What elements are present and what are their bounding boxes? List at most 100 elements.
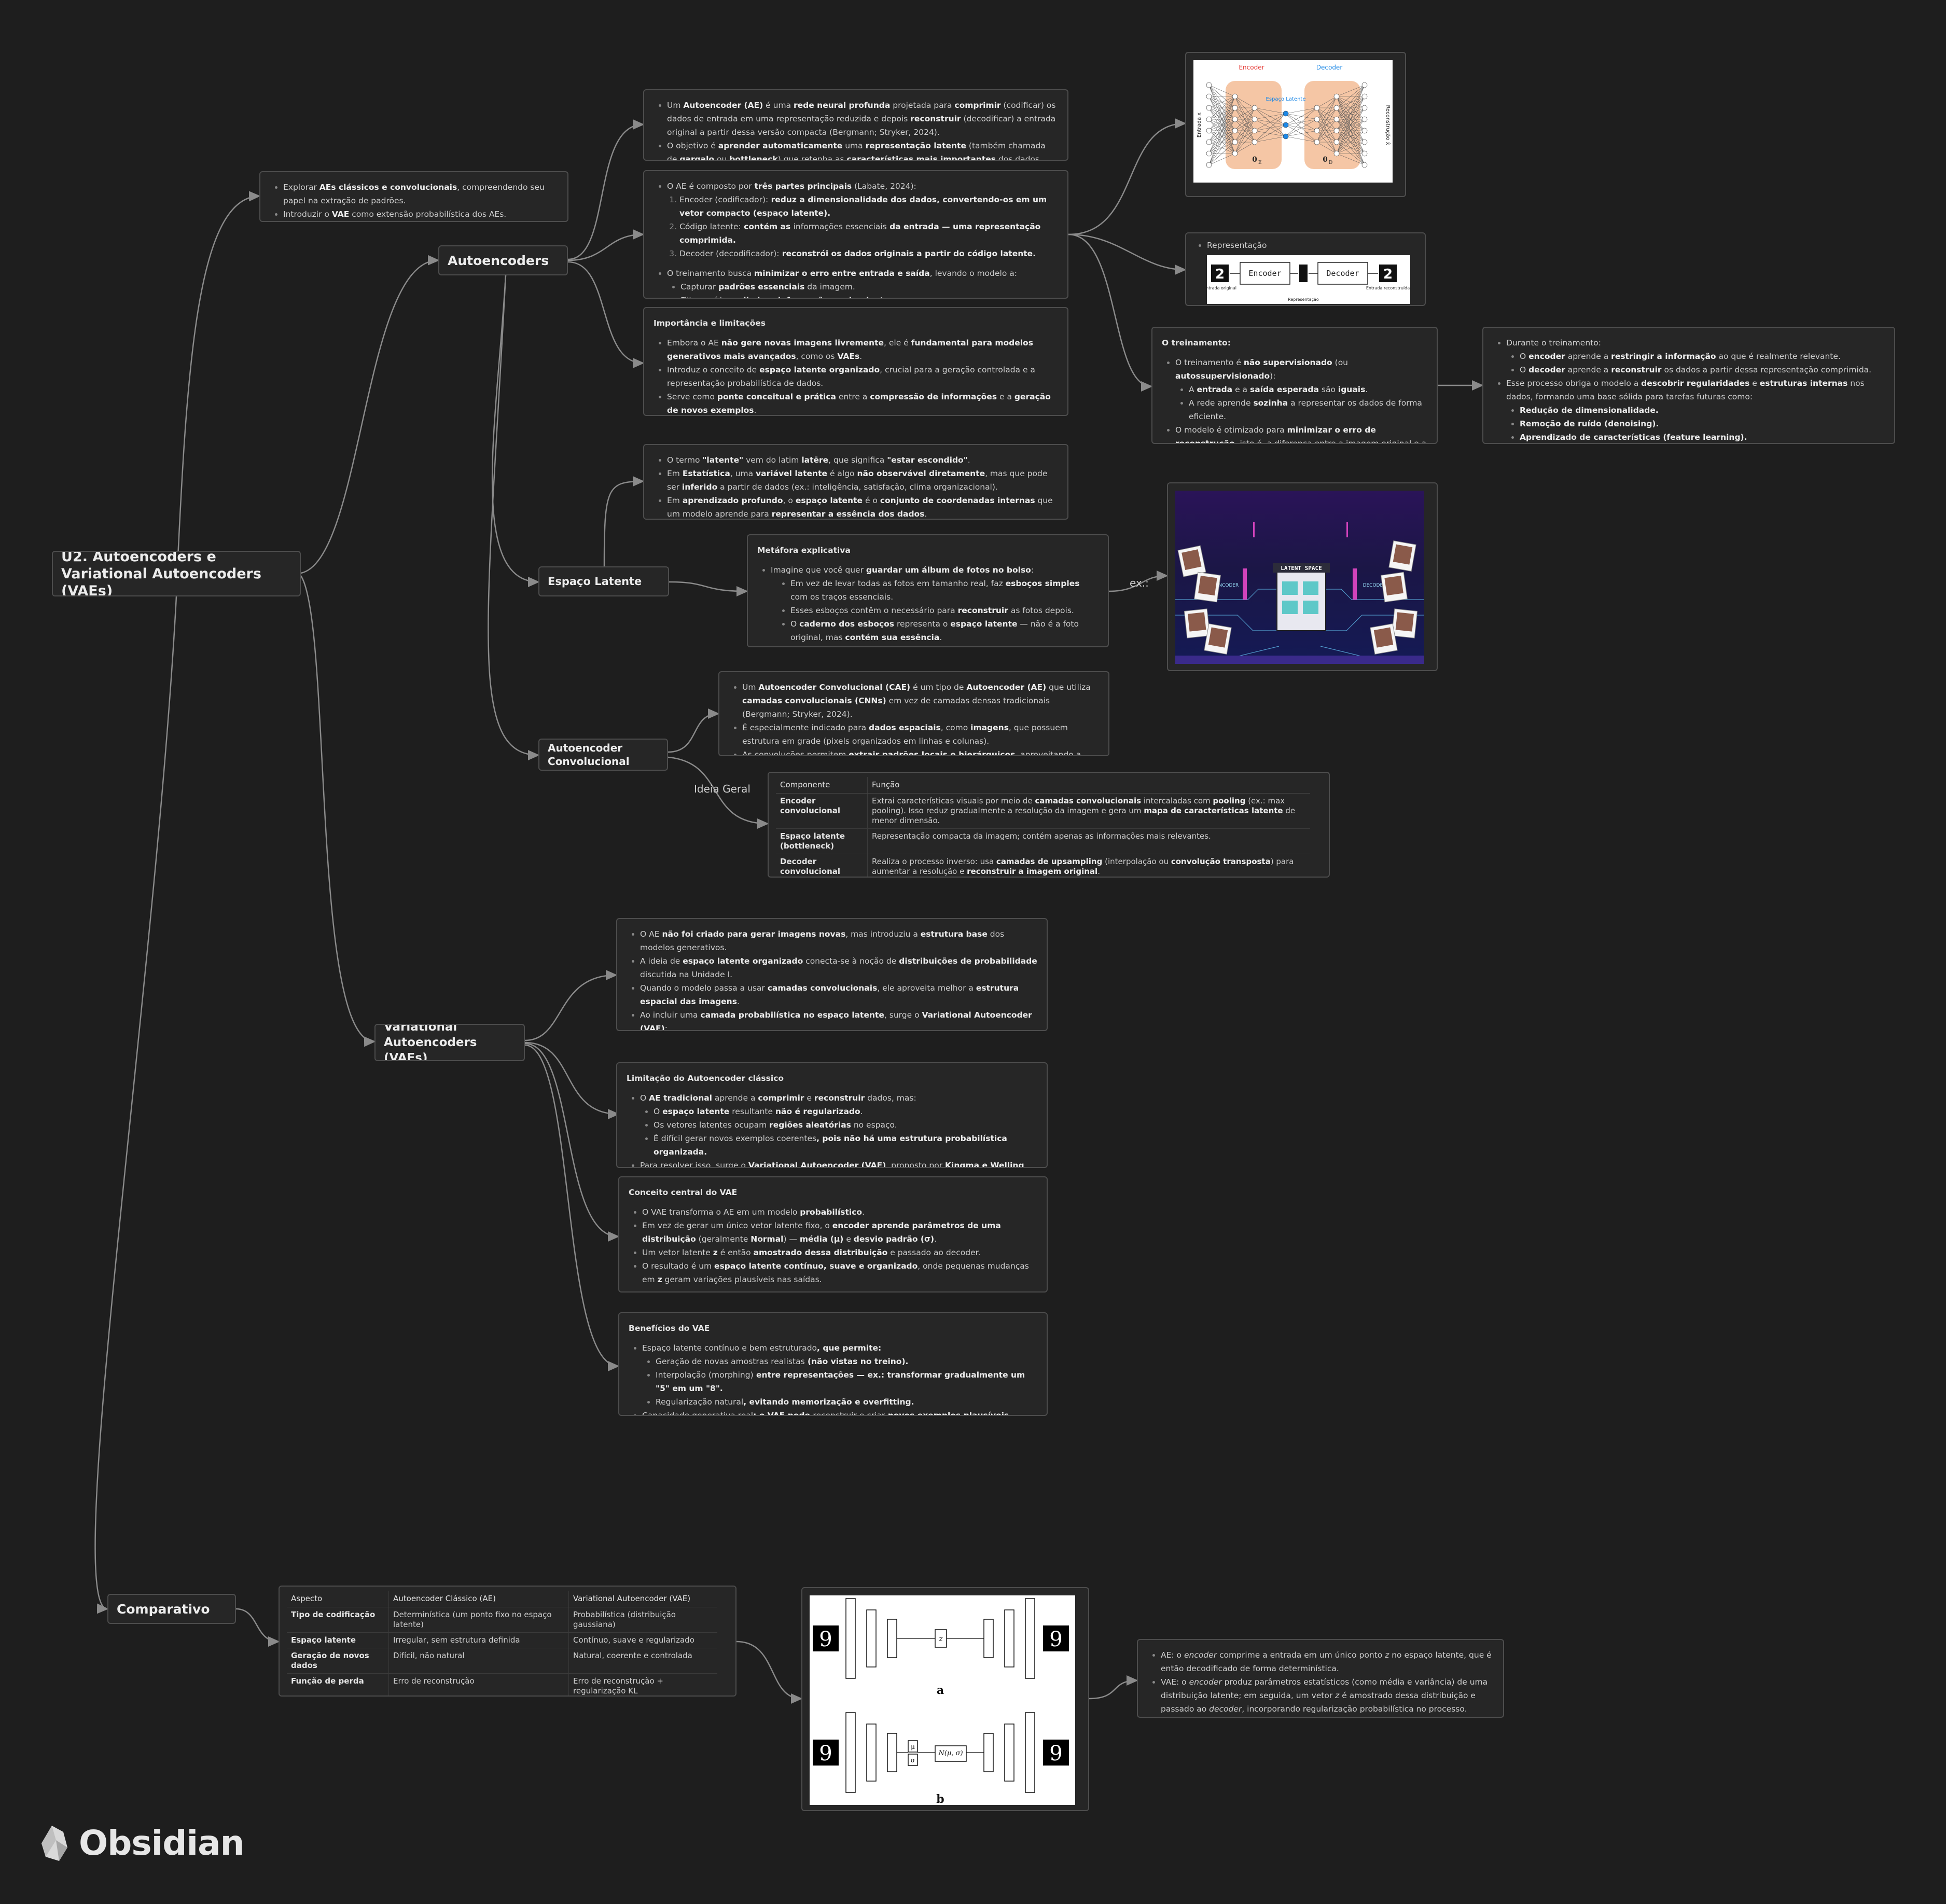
list-item: Introduzir o VAE como extensão probabilí… [283,207,558,221]
objectives-card[interactable]: Explorar AEs clássicos e convolucionais,… [259,171,568,222]
vae-concept-title: Conceito central do VAE [629,1188,738,1197]
latent-space-image-card[interactable]: LATENT SPACE ENCODER DECODER [1167,482,1438,671]
latent-space-title: LATENT SPACE [1281,565,1322,572]
svg-text:D: D [1329,160,1332,165]
vae-limit-card[interactable]: Limitação do Autoencoder clássico O AE t… [616,1062,1048,1168]
comparison-text-card[interactable]: AE: o encoder comprime a entrada em um ú… [1137,1639,1504,1718]
espaco-latente-title: Espaço Latente [548,575,642,588]
list-item: O encoder aprende a restringir a informa… [1520,350,1885,363]
root-title: U2. Autoencoders e Variational Autoencod… [61,551,261,596]
autoencoders-node[interactable]: Autoencoders [438,245,568,275]
list-item: Em vez de levar todas as fotos em tamanh… [790,577,1099,604]
list-item: A rede aprende sozinha a representar os … [1189,396,1427,423]
comparison-table: Aspecto Autoencoder Clássico (AE) Variat… [287,1591,717,1695]
list-item: O AE não foi criado para gerar imagens n… [640,927,1037,954]
list-item: Serve como ponte conceitual e prática en… [667,390,1058,415]
list-item: Interpolação (morphing) entre representa… [656,1368,1037,1395]
svg-text:2: 2 [1215,267,1225,282]
list-item: Um vetor latente z é então amostrado des… [642,1246,1037,1259]
list-item: É difícil gerar novos exemplos coerentes… [654,1132,1037,1159]
obsidian-gem-icon [41,1825,67,1861]
vae-benefits-title: Benefícios do VAE [629,1324,710,1333]
list-item: As convoluções permitem extrair padrões … [742,748,1099,755]
latent-label: Espaço Latente [1266,96,1306,102]
rep-encoder: Encoder [1248,269,1281,278]
ae-diagram-card[interactable]: Encoder Decoder Espaço Latente θ E θ D E… [1185,52,1406,197]
fig-label-a: a [937,1684,944,1697]
ae-train-intro: O treinamento busca minimizar o erro ent… [667,267,1058,280]
svg-text:9: 9 [1049,1742,1062,1766]
list-item: Ao incluir uma camada probabilística no … [640,1008,1037,1030]
fig-normal: N(μ, σ) [938,1749,963,1757]
ae-def-p1: Um Autoencoder (AE) é uma rede neural pr… [667,99,1058,139]
ae-conv-title: Autoencoder Convolucional [548,742,630,768]
latente-definition-card[interactable]: O termo "latente" vem do latim latēre, q… [643,444,1068,520]
theta-d: θ [1323,156,1327,164]
comparativo-node[interactable]: Comparativo [107,1594,236,1624]
list-item: Filtrar ruído e eliminar informações red… [680,294,1058,298]
encoder-label: Encoder [1239,64,1264,71]
cae-th-funcao: Função [867,777,1310,794]
ae-diagram-image: Encoder Decoder Espaço Latente θ E θ D E… [1193,60,1393,183]
latent-right-label: DECODER [1363,583,1386,588]
list-item: Embora o AE não gere novas imagens livre… [667,336,1058,363]
ae-limits-card[interactable]: Importância e limitações Embora o AE não… [643,307,1068,416]
list-item: Em aprendizado profundo, o espaço latent… [667,494,1058,519]
list-item: Os vetores latentes ocupam regiões aleat… [654,1118,1037,1132]
metafora-card[interactable]: Metáfora explicativa Imagine que você qu… [747,534,1109,647]
list-item: Aprendizado de características (feature … [1520,430,1885,443]
list-item: O termo "latente" vem do latim latēre, q… [667,453,1058,467]
list-item: Decoder (decodificador): reconstrói os d… [679,247,1058,260]
obsidian-wordmark: Obsidian [79,1823,245,1863]
list-item: Introduz o conceito de espaço latente or… [667,363,1058,390]
svg-text:9: 9 [819,1628,832,1651]
rep-in-label: Entrada original [1207,286,1236,290]
cae-definition-card[interactable]: Um Autoencoder Convolucional (CAE) é um … [718,671,1109,756]
cae-th-componente: Componente [776,777,868,794]
vae-intro-card[interactable]: O AE não foi criado para gerar imagens n… [616,918,1048,1031]
treinamento-title: O treinamento: [1162,338,1231,348]
comparativo-title: Comparativo [117,1601,210,1617]
vae-benefits-card[interactable]: Benefícios do VAE Espaço latente contínu… [618,1312,1048,1416]
list-item: Explorar AEs clássicos e convolucionais,… [283,180,558,207]
list-item: Código latente: contém as informações es… [679,220,1058,247]
vaes-node[interactable]: Variational Autoencoders (VAEs) [374,1024,525,1061]
fig-mu: μ [911,1743,915,1750]
svg-text:9: 9 [1049,1628,1062,1651]
root-node[interactable]: U2. Autoencoders e Variational Autoencod… [52,551,301,596]
list-item: Capturar padrões essenciais da imagem. [680,280,1058,294]
rep-decoder: Decoder [1326,269,1359,278]
ae-parts-card[interactable]: O AE é composto por três partes principa… [643,170,1068,299]
list-item: Remoção de ruído (denoising). [1520,417,1885,430]
list-item: VAE: o encoder produz parâmetros estatís… [1161,1675,1494,1716]
treinamento-card[interactable]: O treinamento: O treinamento é não super… [1151,327,1438,444]
list-item: A ideia de espaço latente organizado con… [640,954,1037,981]
decoder-label: Decoder [1316,64,1343,71]
list-item: Um Autoencoder Convolucional (CAE) é um … [742,680,1099,721]
ae-definition-card[interactable]: Um Autoencoder (AE) é uma rede neural pr… [643,89,1068,161]
ae-def-p2: O objetivo é aprender automaticamente um… [667,139,1058,160]
vae-concept-card[interactable]: Conceito central do VAE O VAE transforma… [618,1176,1048,1293]
rep-out-label: Entrada reconstruída [1366,286,1410,290]
list-item: O espaço latente resultante não é regula… [654,1105,1037,1118]
list-item: O resultado é um espaço latente contínuo… [642,1259,1037,1286]
comparison-table-card[interactable]: Aspecto Autoencoder Clássico (AE) Variat… [279,1586,736,1697]
fig-z: z [938,1635,943,1643]
list-item: Em Estatística, uma variável latente é a… [667,467,1058,494]
ae-limits-title: Importância e limitações [654,318,766,328]
durante-intro: Durante o treinamento: [1506,336,1885,350]
ae-conv-node[interactable]: Autoencoder Convolucional [538,739,668,771]
list-item: A entrada e a saída esperada são iguais. [1189,383,1427,396]
representacao-card[interactable]: Representação 2 Entrada original Encoder… [1185,232,1426,306]
durante-card[interactable]: Durante o treinamento: O encoder aprende… [1482,327,1895,444]
espaco-latente-node[interactable]: Espaço Latente [538,566,669,596]
vaes-title: Variational Autoencoders (VAEs) [384,1024,477,1061]
